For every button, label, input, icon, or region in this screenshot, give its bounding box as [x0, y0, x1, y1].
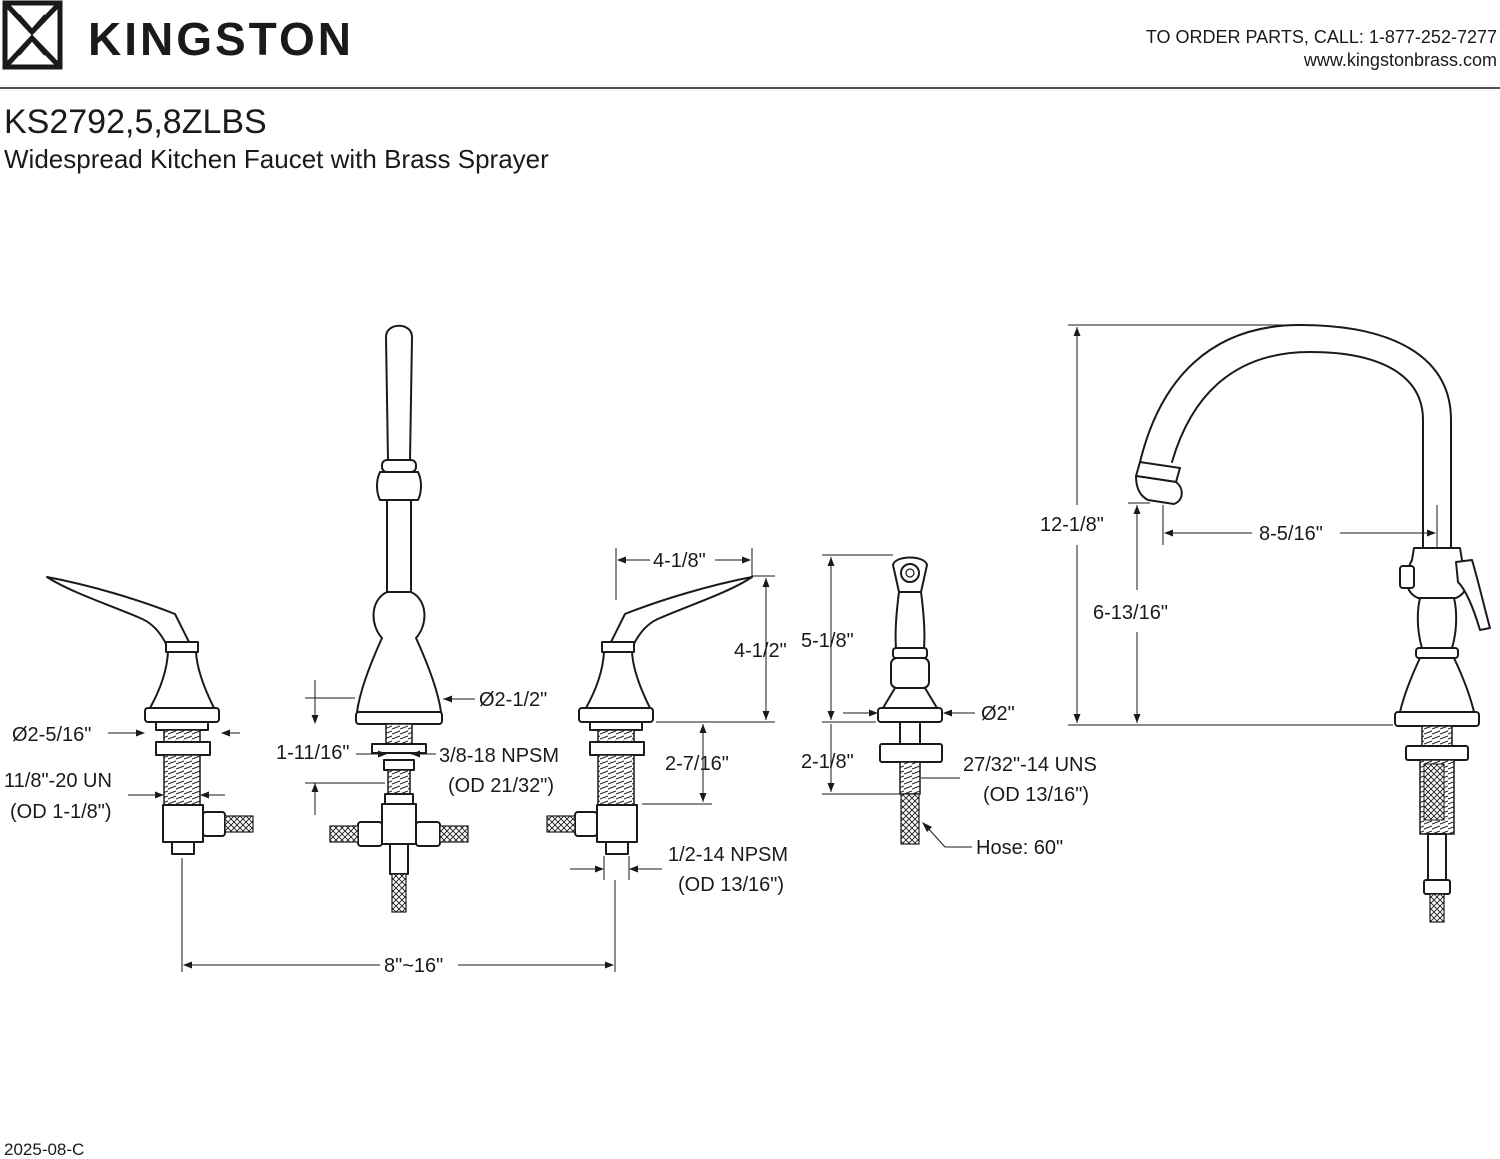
dim-overall-height: 12-1/8"	[1040, 514, 1104, 536]
dim-handle-reach: 4-1/8"	[653, 550, 706, 572]
dim-handle-thread: 11/8"-20 UN	[4, 770, 112, 792]
dim-shank-length: 2-7/16"	[665, 753, 729, 775]
side-sprayer	[877, 556, 943, 845]
dim-handle-thread-od: (OD 1-1/8")	[10, 801, 112, 823]
dimension-lines	[108, 324, 1438, 972]
dim-spout-thread: 3/8-18 NPSM	[439, 745, 559, 767]
model-number: KS2792,5,8ZLBS	[4, 103, 267, 141]
dim-sprayer-height: 5-1/8"	[801, 630, 854, 652]
product-description: Widespread Kitchen Faucet with Brass Spr…	[4, 144, 549, 174]
dim-spout-base-diameter: Ø2-1/2"	[479, 689, 547, 711]
dim-sprayer-thread: 27/32"-14 UNS	[963, 754, 1097, 776]
order-phone-line: TO ORDER PARTS, CALL: 1-877-252-7277	[1146, 27, 1497, 47]
dim-handle-base-diameter: Ø2-5/16"	[12, 724, 91, 746]
dim-sprayer-thread-od: (OD 13/16")	[983, 784, 1089, 806]
right-handle-valve	[546, 576, 753, 855]
dim-hose-length: Hose: 60"	[976, 837, 1063, 859]
dim-handle-height: 4-1/2"	[734, 640, 787, 662]
dim-spout-clearance: 6-13/16"	[1093, 602, 1168, 624]
dim-sprayer-shank: 2-1/8"	[801, 751, 854, 773]
dim-spout-reach: 8-5/16"	[1259, 523, 1323, 545]
dim-outlet-thread-od: (OD 13/16")	[678, 874, 784, 896]
website-link[interactable]: www.kingstonbrass.com	[1303, 50, 1497, 70]
spout-front-view	[329, 324, 469, 913]
faucet-side-view	[1135, 324, 1491, 923]
dim-sprayer-base-diameter: Ø2"	[981, 703, 1015, 725]
revision-code: 2025-08-C	[4, 1140, 84, 1159]
dim-spout-base-height: 1-11/16"	[276, 742, 349, 764]
dim-spout-thread-od: (OD 21/32")	[448, 775, 554, 797]
dim-outlet-thread: 1/2-14 NPSM	[668, 844, 788, 866]
left-handle-valve	[46, 576, 254, 855]
brand-logo-icon	[2, 0, 63, 70]
dim-spread: 8"~16"	[384, 955, 443, 977]
brand-name: KINGSTON	[88, 13, 354, 65]
